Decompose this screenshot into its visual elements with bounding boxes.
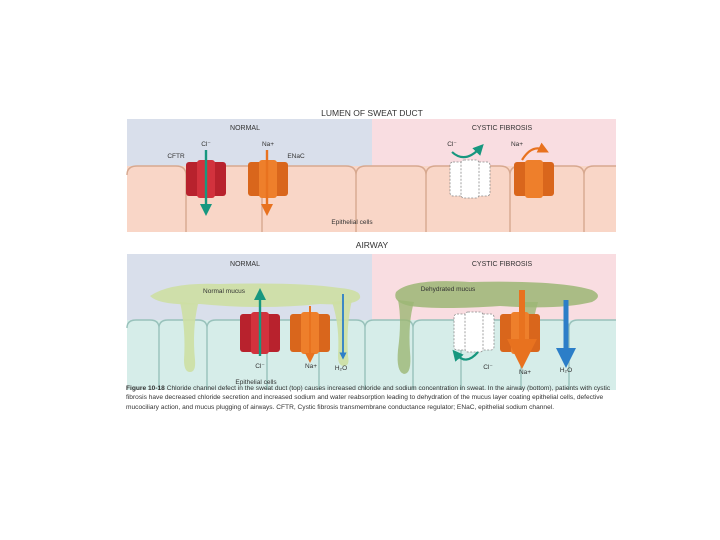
sweat-na-label: Na+ [262,141,274,148]
airway-cf-cl-label: Cl⁻ [483,364,493,371]
sweat-cf-cl-label: Cl⁻ [447,141,457,148]
airway-cells-label: Epithelial cells [235,379,277,386]
cf-defective-cftr [449,159,491,199]
figure-caption-text: Chloride channel defect in the sweat duc… [126,385,611,411]
sweat-duct-title: LUMEN OF SWEAT DUCT [321,108,423,118]
airway-cf-h2o-label: H₂O [560,367,572,374]
figure-number: Figure 10-18 [126,385,165,392]
dehydrated-mucus-label: Dehydrated mucus [421,286,476,293]
airway-title: AIRWAY [356,240,389,250]
airway-h2o-label: H₂O [335,365,347,372]
airway-cf-na-label: Na+ [519,369,531,376]
normal-mucus-label: Normal mucus [203,288,246,295]
sweat-cf-na-arrow [521,142,549,161]
sweat-cells-label: Epithelial cells [331,219,373,226]
airway-epithelial-cells [126,319,616,390]
sweat-normal-label: NORMAL [230,125,260,132]
airway-na-label: Na+ [305,363,317,370]
cf-enac-channel [514,160,554,198]
airway-cf-label: CYSTIC FIBROSIS [472,261,533,268]
airway-cl-label: Cl⁻ [255,363,265,370]
sweat-cf-na-label: Na+ [511,141,523,148]
airway-panel: AIRWAY NORMAL CYSTIC FIBROSIS Normal muc… [126,240,616,390]
sweat-duct-panel: LUMEN OF SWEAT DUCT NORMAL CYSTIC FIBROS… [126,108,616,232]
airway-normal-label: NORMAL [230,261,260,268]
sweat-cf-label: CYSTIC FIBROSIS [472,125,533,132]
figure-caption: Figure 10-18 Chloride channel defect in … [126,384,628,412]
cftr-label: CFTR [167,153,185,160]
sweat-cl-label: Cl⁻ [201,141,211,148]
sweat-cf-cl-arrow [451,143,484,159]
airway-cf-defective-cftr [453,311,495,353]
enac-label: ENaC [287,153,305,160]
airway-cf-cl-arrow [452,349,479,362]
